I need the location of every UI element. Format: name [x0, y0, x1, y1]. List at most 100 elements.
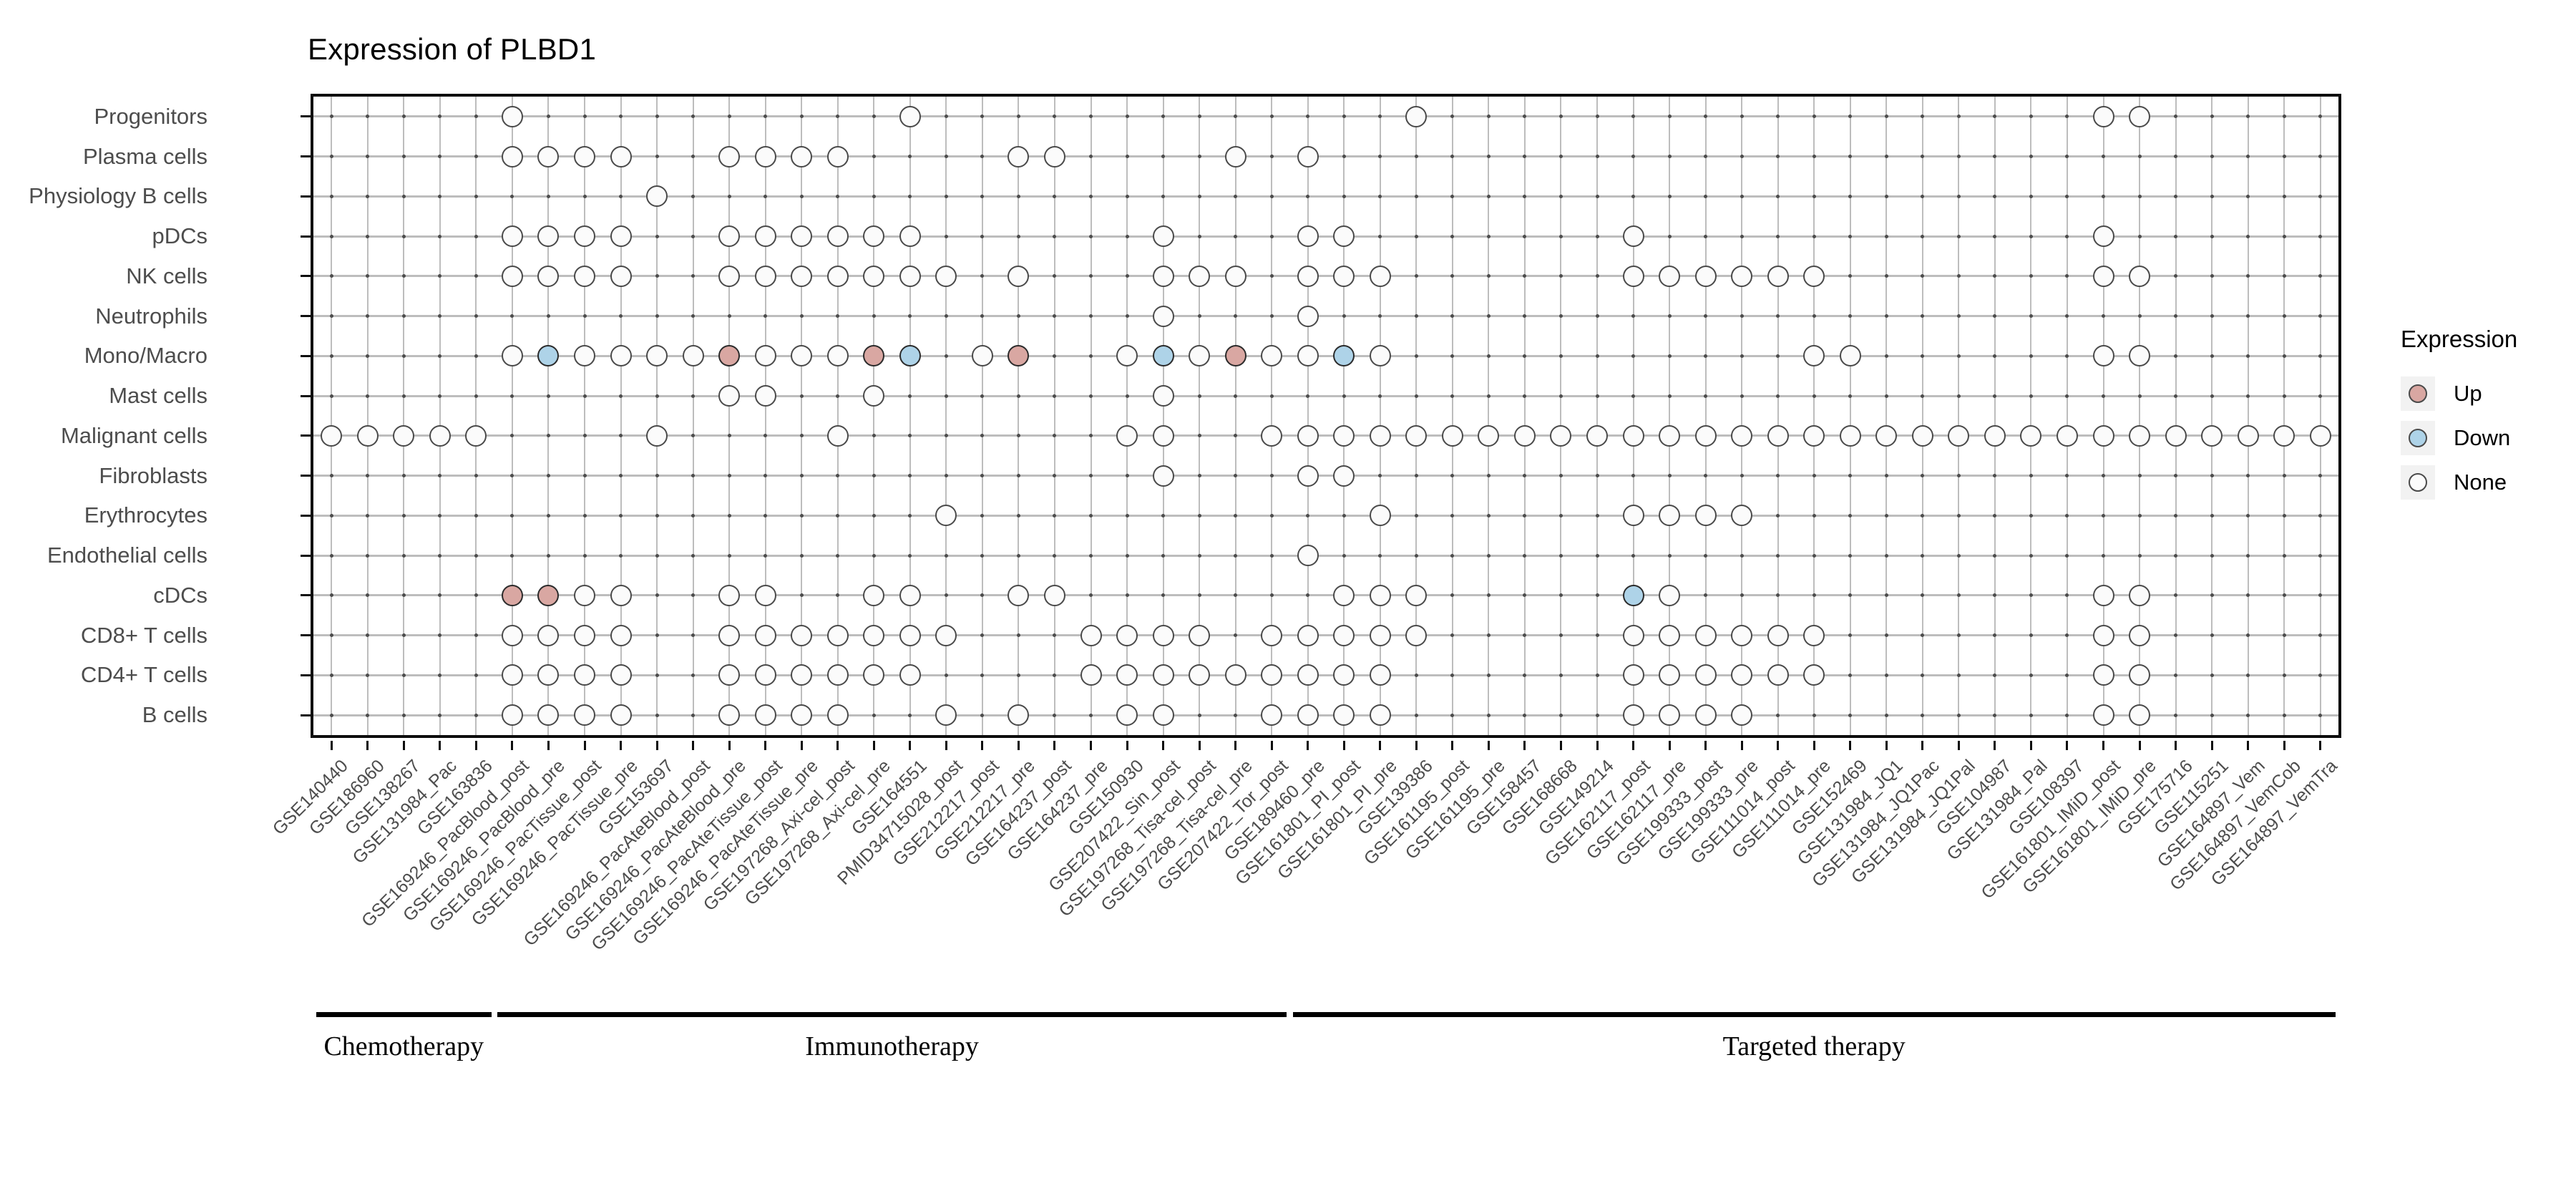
expression-dot[interactable]	[610, 664, 632, 686]
expression-dot[interactable]	[1189, 624, 1211, 646]
expression-dot[interactable]	[1152, 465, 1174, 487]
expression-dot[interactable]	[1297, 305, 1319, 327]
expression-dot[interactable]	[1694, 424, 1717, 447]
expression-dot[interactable]	[1622, 265, 1644, 287]
expression-dot[interactable]	[1478, 424, 1500, 447]
expression-dot[interactable]	[1405, 584, 1428, 606]
expression-dot[interactable]	[826, 624, 849, 646]
expression-dot[interactable]	[1297, 345, 1319, 367]
expression-dot[interactable]	[1767, 424, 1789, 447]
expression-dot[interactable]	[754, 225, 776, 248]
expression-dot[interactable]	[646, 424, 668, 447]
expression-dot[interactable]	[2092, 345, 2114, 367]
expression-dot[interactable]	[899, 345, 921, 367]
expression-dot[interactable]	[2201, 424, 2223, 447]
expression-dot[interactable]	[1694, 624, 1717, 646]
expression-dot[interactable]	[718, 704, 741, 726]
expression-dot[interactable]	[429, 424, 451, 447]
expression-dot[interactable]	[501, 145, 523, 167]
expression-dot[interactable]	[1152, 385, 1174, 407]
expression-dot[interactable]	[1659, 505, 1681, 527]
expression-dot[interactable]	[791, 225, 813, 248]
expression-dot[interactable]	[1152, 305, 1174, 327]
expression-dot[interactable]	[863, 345, 885, 367]
expression-dot[interactable]	[1297, 704, 1319, 726]
expression-dot[interactable]	[1152, 624, 1174, 646]
expression-dot[interactable]	[718, 385, 741, 407]
expression-dot[interactable]	[1008, 145, 1030, 167]
expression-dot[interactable]	[1622, 424, 1644, 447]
expression-dot[interactable]	[754, 345, 776, 367]
expression-dot[interactable]	[1152, 265, 1174, 287]
expression-dot[interactable]	[1008, 584, 1030, 606]
expression-dot[interactable]	[1694, 505, 1717, 527]
expression-dot[interactable]	[1333, 345, 1355, 367]
expression-dot[interactable]	[1043, 584, 1065, 606]
expression-dot[interactable]	[1586, 424, 1609, 447]
expression-dot[interactable]	[1694, 704, 1717, 726]
expression-dot[interactable]	[754, 265, 776, 287]
expression-dot[interactable]	[1008, 345, 1030, 367]
expression-dot[interactable]	[1116, 624, 1138, 646]
expression-dot[interactable]	[1839, 424, 1861, 447]
expression-dot[interactable]	[1080, 664, 1102, 686]
expression-dot[interactable]	[1297, 225, 1319, 248]
expression-dot[interactable]	[501, 265, 523, 287]
expression-dot[interactable]	[646, 345, 668, 367]
expression-dot[interactable]	[2129, 624, 2151, 646]
expression-dot[interactable]	[1369, 624, 1391, 646]
expression-dot[interactable]	[718, 624, 741, 646]
expression-dot[interactable]	[1043, 145, 1065, 167]
expression-dot[interactable]	[1984, 424, 2006, 447]
expression-dot[interactable]	[1297, 664, 1319, 686]
expression-dot[interactable]	[1333, 704, 1355, 726]
expression-dot[interactable]	[1224, 664, 1246, 686]
expression-dot[interactable]	[1803, 345, 1825, 367]
expression-dot[interactable]	[1261, 424, 1283, 447]
expression-dot[interactable]	[2056, 424, 2078, 447]
expression-dot[interactable]	[1297, 145, 1319, 167]
expression-dot[interactable]	[610, 624, 632, 646]
expression-dot[interactable]	[826, 225, 849, 248]
expression-dot[interactable]	[1261, 664, 1283, 686]
expression-dot[interactable]	[863, 664, 885, 686]
expression-dot[interactable]	[501, 624, 523, 646]
expression-dot[interactable]	[1116, 704, 1138, 726]
expression-dot[interactable]	[501, 105, 523, 127]
expression-dot[interactable]	[1622, 664, 1644, 686]
expression-dot[interactable]	[1224, 265, 1246, 287]
expression-dot[interactable]	[899, 624, 921, 646]
expression-dot[interactable]	[1152, 704, 1174, 726]
expression-dot[interactable]	[1731, 505, 1753, 527]
expression-dot[interactable]	[574, 145, 596, 167]
expression-dot[interactable]	[537, 704, 560, 726]
expression-dot[interactable]	[2020, 424, 2042, 447]
expression-dot[interactable]	[718, 664, 741, 686]
expression-dot[interactable]	[501, 225, 523, 248]
expression-dot[interactable]	[574, 225, 596, 248]
expression-dot[interactable]	[1405, 624, 1428, 646]
expression-dot[interactable]	[610, 145, 632, 167]
expression-dot[interactable]	[2092, 704, 2114, 726]
expression-dot[interactable]	[1369, 664, 1391, 686]
expression-dot[interactable]	[2165, 424, 2187, 447]
expression-dot[interactable]	[754, 584, 776, 606]
expression-dot[interactable]	[971, 345, 993, 367]
expression-dot[interactable]	[574, 345, 596, 367]
expression-dot[interactable]	[537, 584, 560, 606]
expression-dot[interactable]	[2092, 424, 2114, 447]
expression-dot[interactable]	[537, 225, 560, 248]
expression-dot[interactable]	[1080, 624, 1102, 646]
expression-dot[interactable]	[718, 265, 741, 287]
expression-dot[interactable]	[1261, 704, 1283, 726]
expression-dot[interactable]	[754, 385, 776, 407]
expression-dot[interactable]	[2092, 105, 2114, 127]
expression-dot[interactable]	[791, 704, 813, 726]
expression-dot[interactable]	[1224, 145, 1246, 167]
expression-dot[interactable]	[1694, 265, 1717, 287]
expression-dot[interactable]	[1369, 505, 1391, 527]
expression-dot[interactable]	[935, 265, 957, 287]
expression-dot[interactable]	[791, 345, 813, 367]
expression-dot[interactable]	[356, 424, 379, 447]
expression-dot[interactable]	[1261, 624, 1283, 646]
